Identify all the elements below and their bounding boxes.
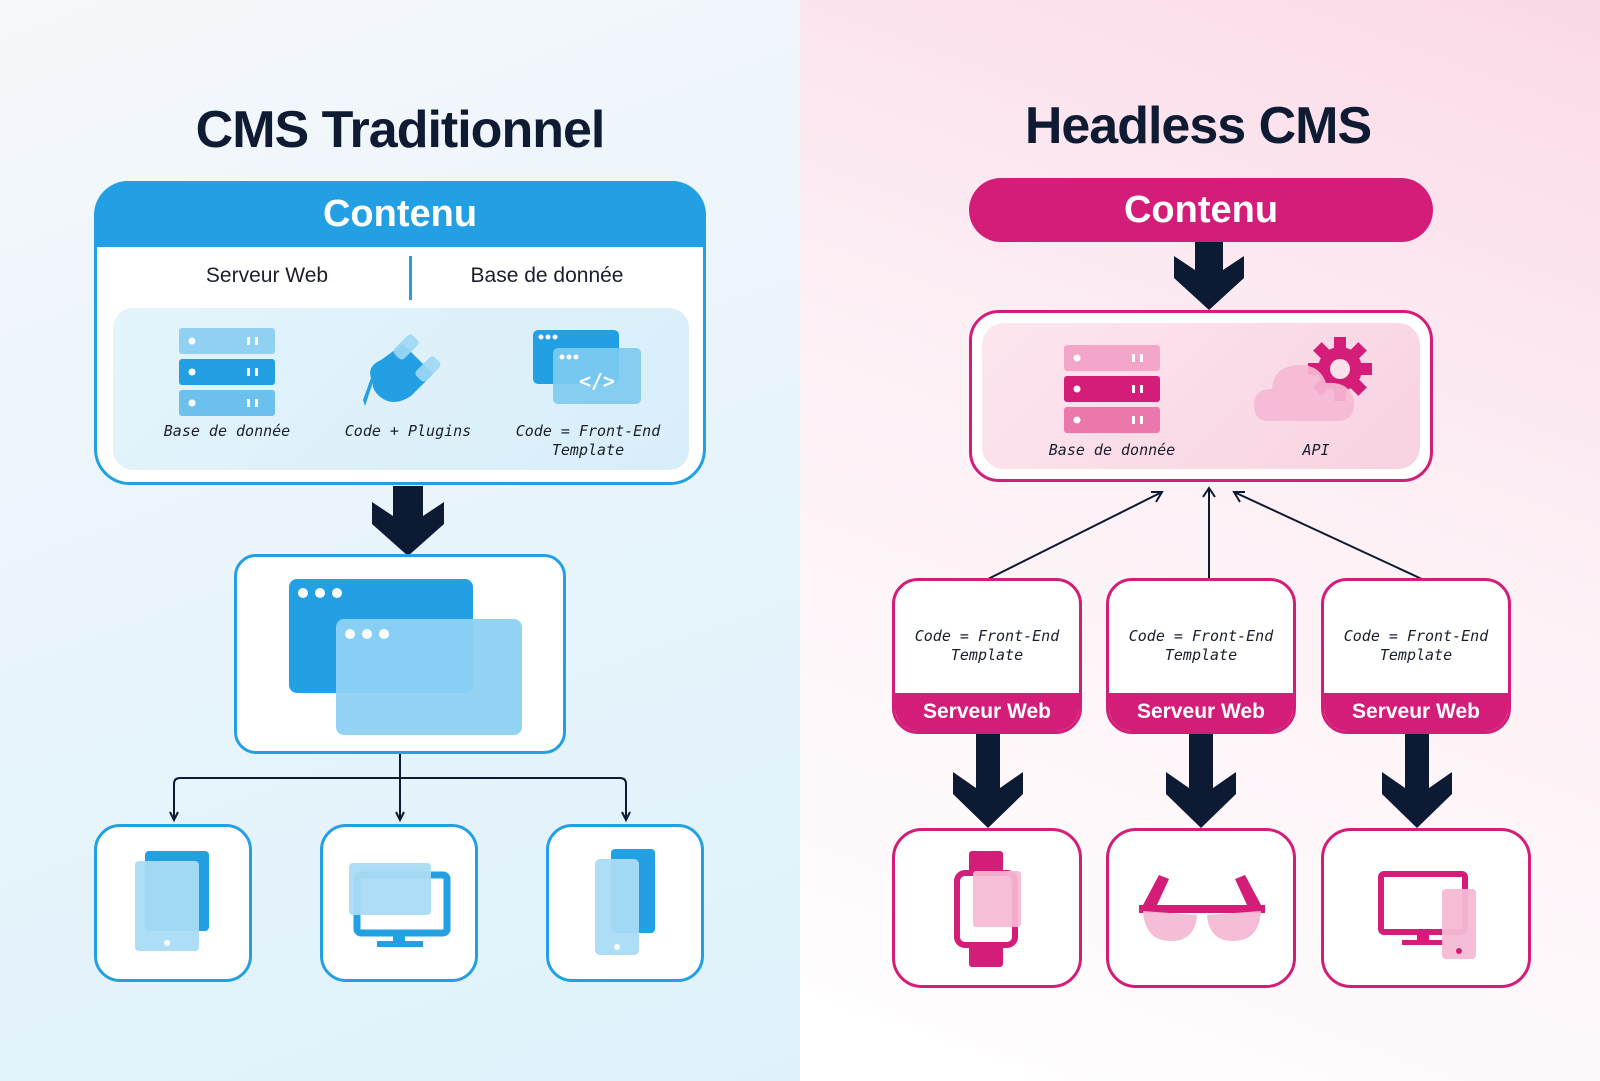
plug-icon <box>363 330 453 414</box>
component-label-plugins: Code + Plugins <box>344 422 472 440</box>
frontend-code-label: Code = Front-End Template <box>914 627 1060 664</box>
server-icon <box>179 328 275 416</box>
core-components-panel: Base de donnée <box>982 323 1420 469</box>
frontend-server-label: Serveur Web <box>895 693 1079 731</box>
device-box-smartwatch <box>892 828 1082 988</box>
code-window-icon: </> <box>533 330 643 406</box>
device-box-smartphone <box>546 824 704 982</box>
frontend-server-label: Serveur Web <box>1324 693 1508 731</box>
desktop-phone-icon <box>1378 871 1478 961</box>
device-box-desktop <box>320 824 478 982</box>
server-label: Serveur Web <box>205 264 329 287</box>
smartwatch-icon <box>954 851 1025 967</box>
frontend-server-label: Serveur Web <box>1109 693 1293 731</box>
down-arrow-icon <box>1174 242 1244 310</box>
core-label-api: API <box>1302 441 1330 459</box>
vr-glasses-icon <box>1139 875 1265 947</box>
headless-cms-panel: Headless CMS Contenu Base de donnée <box>800 0 1600 1081</box>
component-label-template: Code = Front-End Template <box>515 422 661 459</box>
server-icon <box>1064 345 1160 433</box>
down-arrow-icon <box>372 486 444 556</box>
tablet-icon <box>135 851 215 955</box>
device-box-desktop-phone <box>1321 828 1531 988</box>
frontend-box-1: Code = Front-End Template Serveur Web <box>892 578 1082 734</box>
api-connectors <box>985 486 1425 581</box>
device-box-vr <box>1106 828 1296 988</box>
headless-title: Headless CMS <box>1024 97 1372 155</box>
component-label-database: Base de donnée <box>163 422 291 440</box>
browser-windows-icon <box>289 579 529 739</box>
device-box-tablet <box>94 824 252 982</box>
smartphone-icon <box>595 849 659 959</box>
down-arrow-icon <box>1382 734 1452 828</box>
desktop-monitor-icon <box>349 863 451 949</box>
frontend-code-label: Code = Front-End Template <box>1343 627 1489 664</box>
svg-text:</>: </> <box>579 369 615 393</box>
core-label-database: Base de donnée <box>1048 441 1176 459</box>
headless-core-box: Base de donnée <box>969 310 1433 482</box>
down-arrow-icon <box>1166 734 1236 828</box>
output-box <box>234 554 566 754</box>
frontend-code-label: Code = Front-End Template <box>1128 627 1274 664</box>
content-header-bar <box>94 181 706 247</box>
distribution-connectors <box>169 754 631 823</box>
divider <box>409 256 412 300</box>
frontend-box-3: Code = Front-End Template Serveur Web <box>1321 578 1511 734</box>
traditional-cms-panel: CMS Traditionnel Contenu Serveur Web Bas… <box>0 0 800 1081</box>
traditional-title: CMS Traditionnel <box>195 101 606 159</box>
database-label: Base de donnée <box>470 264 624 287</box>
headless-content-header: Contenu <box>969 178 1433 242</box>
content-header: Contenu <box>322 193 478 235</box>
down-arrow-icon <box>953 734 1023 828</box>
frontend-box-2: Code = Front-End Template Serveur Web <box>1106 578 1296 734</box>
cloud-gear-icon <box>1254 335 1378 427</box>
components-panel: Base de donnée Code + Plugins </> <box>113 308 689 470</box>
traditional-content-box: Contenu Serveur Web Base de donnée Base … <box>94 181 706 485</box>
